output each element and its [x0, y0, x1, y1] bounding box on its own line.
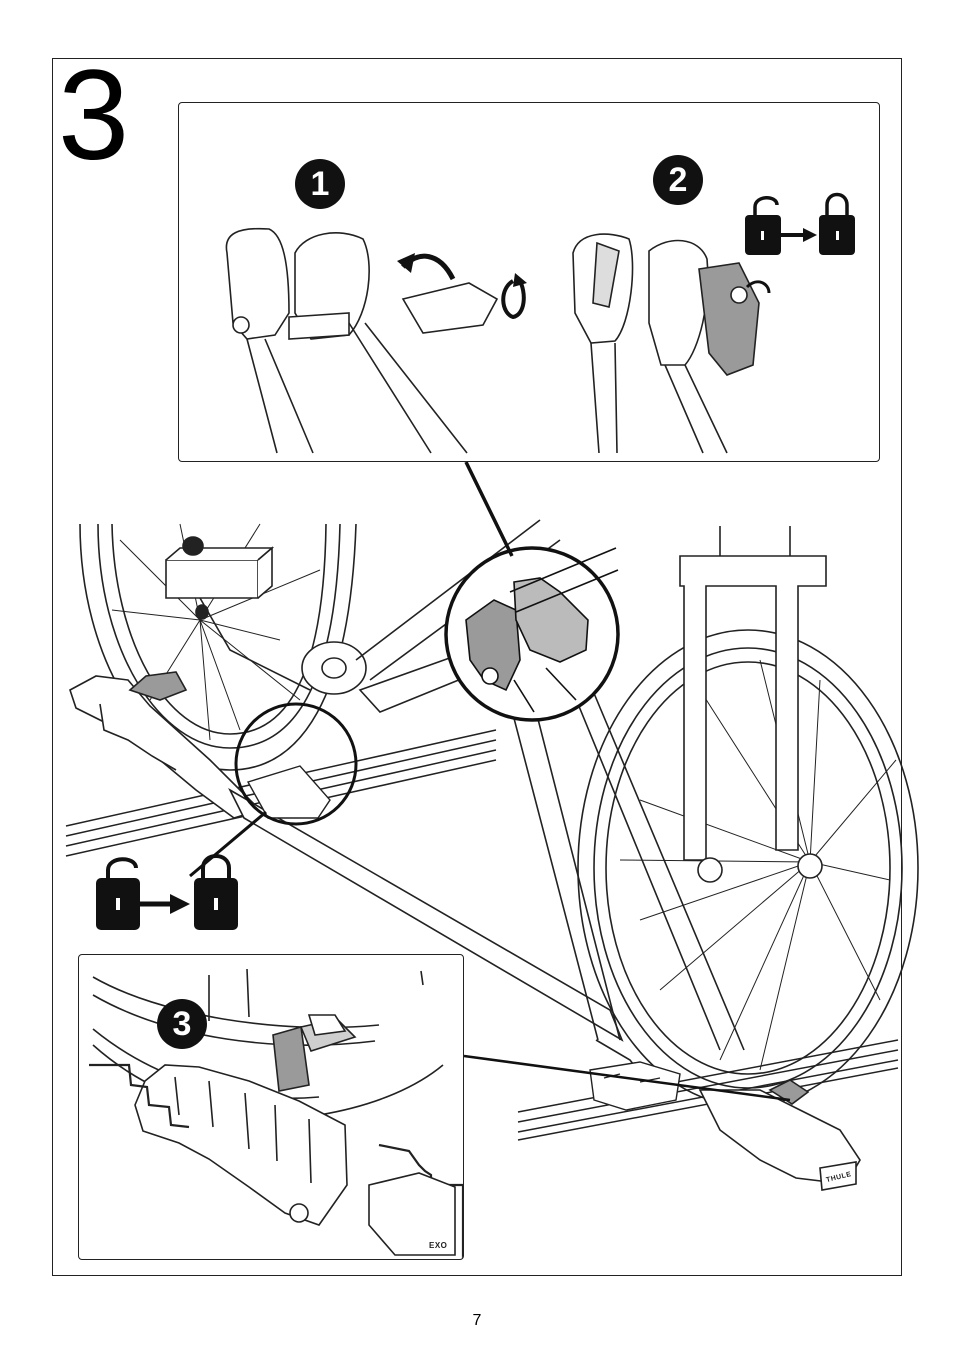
- lock-sequence-top: [745, 195, 855, 256]
- substep-badge-2: 2: [653, 155, 703, 205]
- arrow-right-icon: [781, 228, 817, 242]
- wheel-tray-closeup: [135, 1065, 347, 1225]
- inset-detail-top: 1 2: [178, 102, 880, 462]
- step-number: 3: [58, 52, 129, 180]
- substep-badge-1: 1: [295, 159, 345, 209]
- page-number: 7: [0, 1312, 954, 1330]
- ratchet-strap: [273, 1027, 309, 1091]
- unlocked-padlock-icon: [745, 198, 781, 255]
- inset-bottom-illustration: [79, 955, 464, 1260]
- inset-detail-bottom: 3 EXO: [78, 954, 464, 1260]
- locked-padlock-icon: [819, 195, 855, 256]
- foot-logo: EXO: [429, 1241, 447, 1250]
- substep-badge-3: 3: [157, 999, 207, 1049]
- holder-closed: [573, 234, 759, 453]
- inset-top-illustration: [179, 103, 880, 462]
- holder-open: [226, 229, 497, 453]
